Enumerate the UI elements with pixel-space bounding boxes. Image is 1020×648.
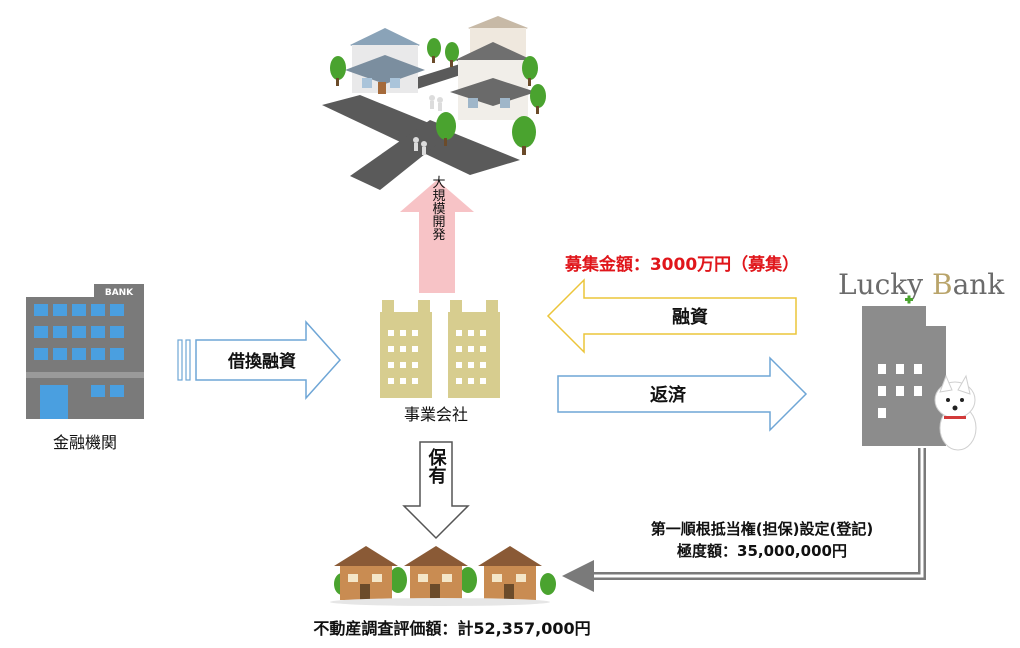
- financial-institution-label: 金融機関: [53, 433, 117, 452]
- business-company-building: [380, 300, 500, 398]
- development-label: 大規模開発: [430, 176, 446, 242]
- development-up-arrow: 大規模開発: [400, 176, 474, 293]
- development-town-illustration: [322, 16, 546, 190]
- clover-icon: [905, 295, 913, 304]
- property-house-2: [404, 546, 468, 600]
- bank-sign: BANK: [105, 288, 134, 298]
- refinance-arrow: 借換融資: [177, 320, 342, 400]
- lucky-bank-wordmark: Lucky Bank: [838, 268, 1005, 301]
- loan-arrow: 融資: [546, 278, 797, 354]
- hold-arrow: 保有: [402, 441, 470, 540]
- owned-properties-illustration: [330, 546, 556, 606]
- house-right-front: [450, 42, 536, 120]
- business-company-label: 事業会社: [404, 405, 468, 424]
- loan-label: 融資: [672, 307, 708, 328]
- recruitment-amount-label: 募集金額：3000万円（募集）: [564, 254, 799, 275]
- financial-institution-building: BANK: [26, 284, 144, 419]
- repay-label: 返済: [650, 384, 687, 406]
- lucky-bank-logo: Lucky Bank: [838, 268, 1005, 304]
- lucky-bank-building: [862, 306, 946, 446]
- dog-mascot-icon: [934, 374, 977, 451]
- hold-label: 保有: [426, 447, 448, 485]
- property-house-1: [334, 546, 398, 600]
- mortgage-setting-label: 第一順根抵当権(担保)設定(登記): [651, 520, 873, 538]
- maximum-amount-label: 極度額：35,000,000円: [676, 542, 847, 560]
- repay-arrow: 返済: [557, 356, 808, 432]
- property-house-3: [478, 546, 542, 600]
- property-valuation-label: 不動産調査評価額：計52,357,000円: [313, 619, 590, 638]
- mortgage-flow-arrow: [562, 448, 926, 592]
- refinance-label: 借換融資: [227, 351, 296, 372]
- house-left: [345, 28, 425, 94]
